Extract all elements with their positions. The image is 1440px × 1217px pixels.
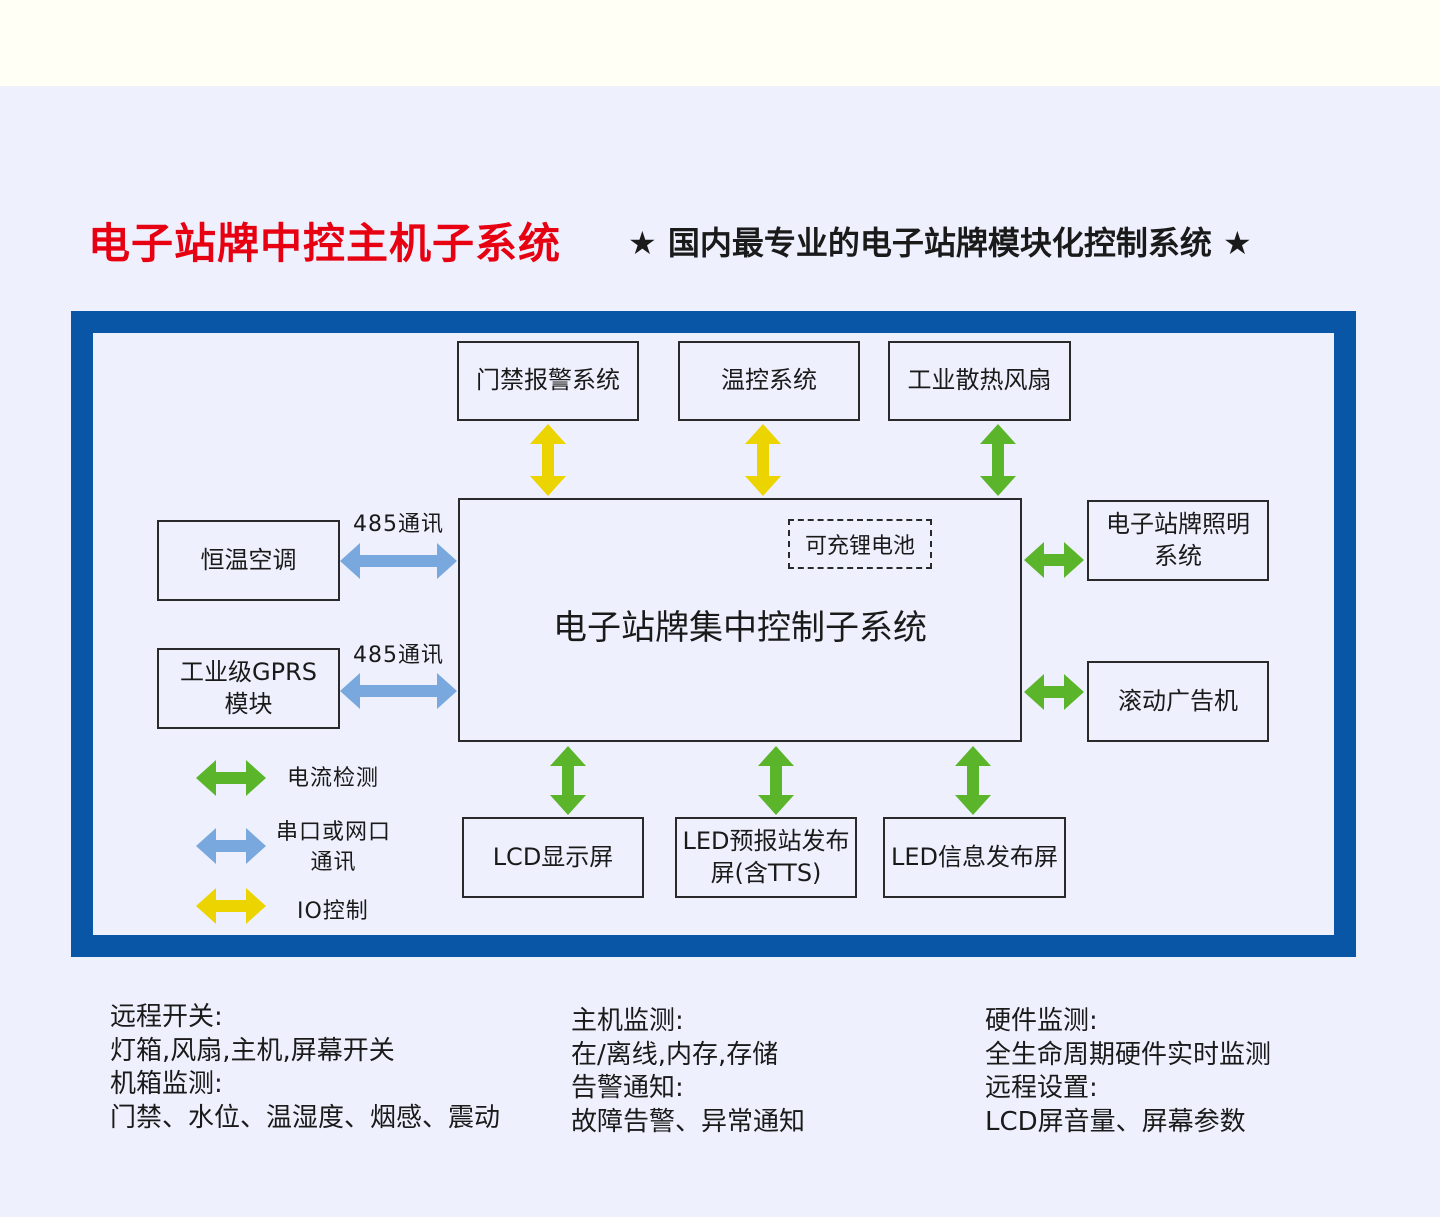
module-label-line2: 模块 [224,689,273,718]
module-label: LCD显示屏 [492,842,614,871]
module-air-conditioner: 恒温空调 [157,520,340,601]
notes-column-3: 硬件监测: 全生命周期硬件实时监测 远程设置: LCD屏音量、屏幕参数 [985,1005,1271,1139]
module-temperature-control: 温控系统 [678,341,860,421]
module-label: 恒温空调 [200,545,297,574]
note-heading: 远程设置: [985,1073,1098,1103]
page-title: 电子站牌中控主机子系统 [88,219,562,268]
module-door-alarm: 门禁报警系统 [457,341,639,421]
module-label: 温控系统 [721,366,817,395]
note-heading: 硬件监测: [985,1006,1098,1036]
module-label: 门禁报警系统 [476,366,620,395]
module-lighting: 电子站牌照明 系统 [1087,500,1269,581]
module-led-info: LED信息发布屏 [883,817,1066,898]
module-cooling-fan: 工业散热风扇 [888,341,1071,421]
legend-label-serial: 串口或网口 通讯 [276,820,392,875]
module-label-line2: 系统 [1154,541,1202,570]
battery-box: 可充锂电池 [788,519,932,569]
module-scrolling-ad: 滚动广告机 [1087,661,1269,742]
notes-column-2: 主机监测: 在/离线,内存,存储 告警通知: 故障告警、异常通知 [571,1005,805,1139]
note-heading: 远程开关: [110,1002,223,1032]
page-subtitle: ★ 国内最专业的电子站牌模块化控制系统 ★ [628,224,1252,262]
link-label-gprs: 485通讯 [353,643,444,668]
central-title: 电子站牌集中控制子系统 [553,608,927,648]
module-label-line1: LED预报站发布 [682,827,850,856]
note-text: 全生命周期硬件实时监测 [985,1039,1272,1070]
link-label-aircon: 485通讯 [353,512,444,537]
note-text: 故障告警、异常通知 [571,1106,806,1137]
module-label: LED信息发布屏 [890,842,1058,871]
module-lcd-display: LCD显示屏 [462,817,644,898]
module-label-line2: 屏(含TTS) [710,858,822,887]
legend-label-current: 电流检测 [287,766,380,791]
legend-label-io: IO控制 [297,899,369,924]
module-label-line1: 工业级GPRS [180,658,317,687]
battery-label: 可充锂电池 [804,534,915,559]
central-control-box: 可充锂电池 电子站牌集中控制子系统 [458,498,1022,742]
module-label: 工业散热风扇 [907,366,1052,395]
notes-column-1: 远程开关: 灯箱,风扇,主机,屏幕开关 机箱监测: 门禁、水位、温湿度、烟感、震… [110,1001,500,1135]
note-heading: 主机监测: [571,1006,684,1036]
note-text: 灯箱,风扇,主机,屏幕开关 [110,1035,395,1066]
note-heading: 告警通知: [571,1073,684,1103]
module-label-line1: 电子站牌照明 [1106,510,1250,539]
module-label: 滚动广告机 [1118,686,1238,715]
note-text: 在/离线,内存,存储 [571,1039,779,1070]
note-text: 门禁、水位、温湿度、烟感、震动 [110,1102,501,1133]
module-led-forecast: LED预报站发布 屏(含TTS) [675,817,857,898]
note-text: LCD屏音量、屏幕参数 [985,1106,1246,1137]
module-gprs: 工业级GPRS 模块 [157,648,340,729]
top-band [0,0,1440,86]
note-heading: 机箱监测: [110,1069,223,1099]
